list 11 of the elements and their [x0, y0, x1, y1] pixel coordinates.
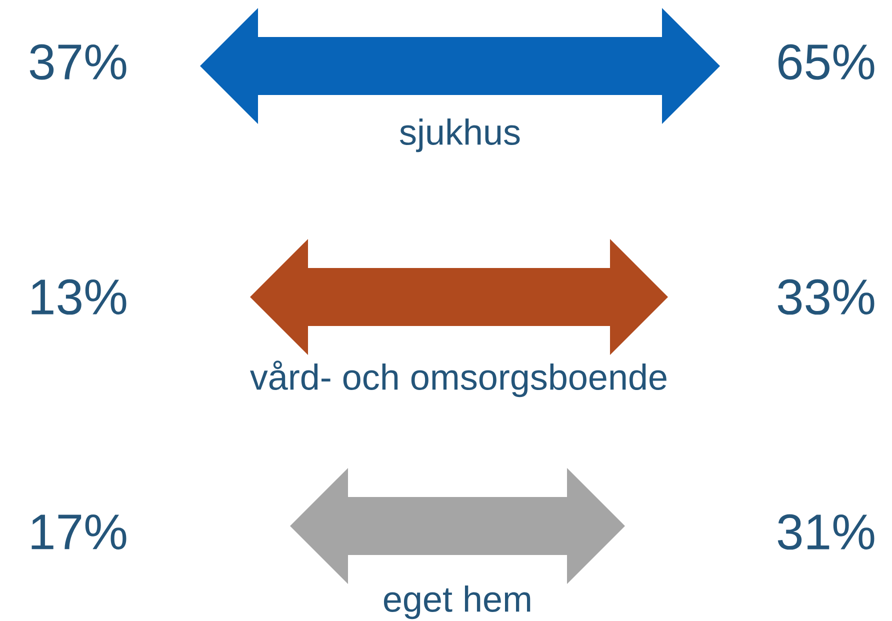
- percentage-label: 13%: [32, 279, 126, 315]
- percentage-label: 33%: [778, 279, 874, 315]
- percentage-label: 17%: [32, 514, 126, 550]
- percentage-label: 65%: [778, 44, 874, 80]
- percentage-label: 37%: [30, 44, 126, 80]
- double-arrow: [290, 468, 625, 584]
- arrow-caption: sjukhus: [400, 118, 520, 152]
- arrow-caption: eget hem: [384, 586, 530, 620]
- arrow-caption: vård- och omsorgsboende: [250, 360, 666, 398]
- double-arrow: [250, 239, 668, 355]
- percentage-label: 31%: [778, 514, 874, 550]
